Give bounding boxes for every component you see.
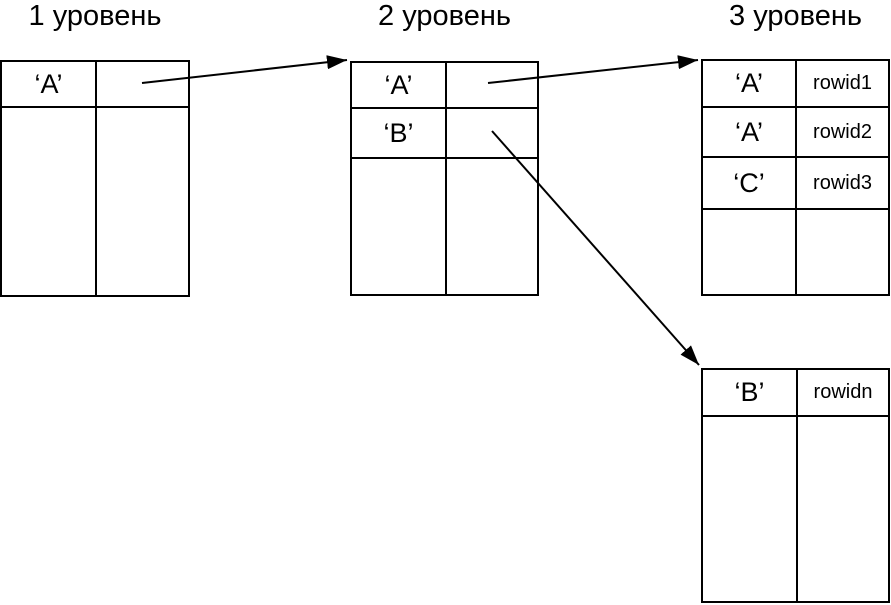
cell-pointer xyxy=(97,62,188,106)
table-row: ‘B’ xyxy=(352,109,537,159)
table-row: ‘B’ rowidn xyxy=(703,370,888,417)
cell-rowid: rowidn xyxy=(813,381,873,403)
table-row: ‘C’ rowid3 xyxy=(703,158,888,210)
cell-rowid: rowid2 xyxy=(813,120,872,143)
table-row-empty xyxy=(2,108,188,295)
cell-pointer xyxy=(447,109,537,157)
level3-title: 3 уровень xyxy=(729,0,862,32)
cell-key: ‘A’ xyxy=(703,61,797,106)
cell-key-empty xyxy=(352,159,447,294)
table-row: ‘A’ rowid1 xyxy=(703,61,888,108)
table-row: ‘A’ rowid2 xyxy=(703,108,888,158)
table-row-empty xyxy=(703,417,888,601)
cell-value-empty xyxy=(447,159,537,294)
cell-value-empty xyxy=(798,417,888,601)
cell-value-empty xyxy=(797,210,888,294)
cell-key: ‘A’ xyxy=(352,63,447,107)
table-level1: ‘A’ xyxy=(0,60,190,297)
table-row-empty xyxy=(703,210,888,294)
table-row: ‘A’ xyxy=(2,62,188,108)
cell-pointer xyxy=(447,63,537,107)
table-level2: ‘A’ ‘B’ xyxy=(350,61,539,296)
table-level3: ‘A’ rowid1 ‘A’ rowid2 ‘C’ rowid3 xyxy=(701,59,890,296)
cell-rowid: rowid1 xyxy=(813,72,872,94)
level2-title: 2 уровень xyxy=(378,0,511,32)
level1-title: 1 уровень xyxy=(28,0,162,32)
table-leaf-b: ‘B’ rowidn xyxy=(701,368,890,603)
cell-key: ‘A’ xyxy=(703,108,797,156)
cell-value-empty xyxy=(97,108,188,295)
cell-key-empty xyxy=(703,210,797,294)
cell-key: ‘C’ xyxy=(703,158,797,208)
cell-key: ‘B’ xyxy=(352,109,447,157)
table-row: ‘A’ xyxy=(352,63,537,109)
cell-key-empty xyxy=(2,108,97,295)
cell-key: ‘A’ xyxy=(2,62,97,106)
cell-key: ‘B’ xyxy=(703,370,798,415)
table-row-empty xyxy=(352,159,537,294)
cell-rowid: rowid3 xyxy=(813,171,872,194)
cell-key-empty xyxy=(703,417,798,601)
